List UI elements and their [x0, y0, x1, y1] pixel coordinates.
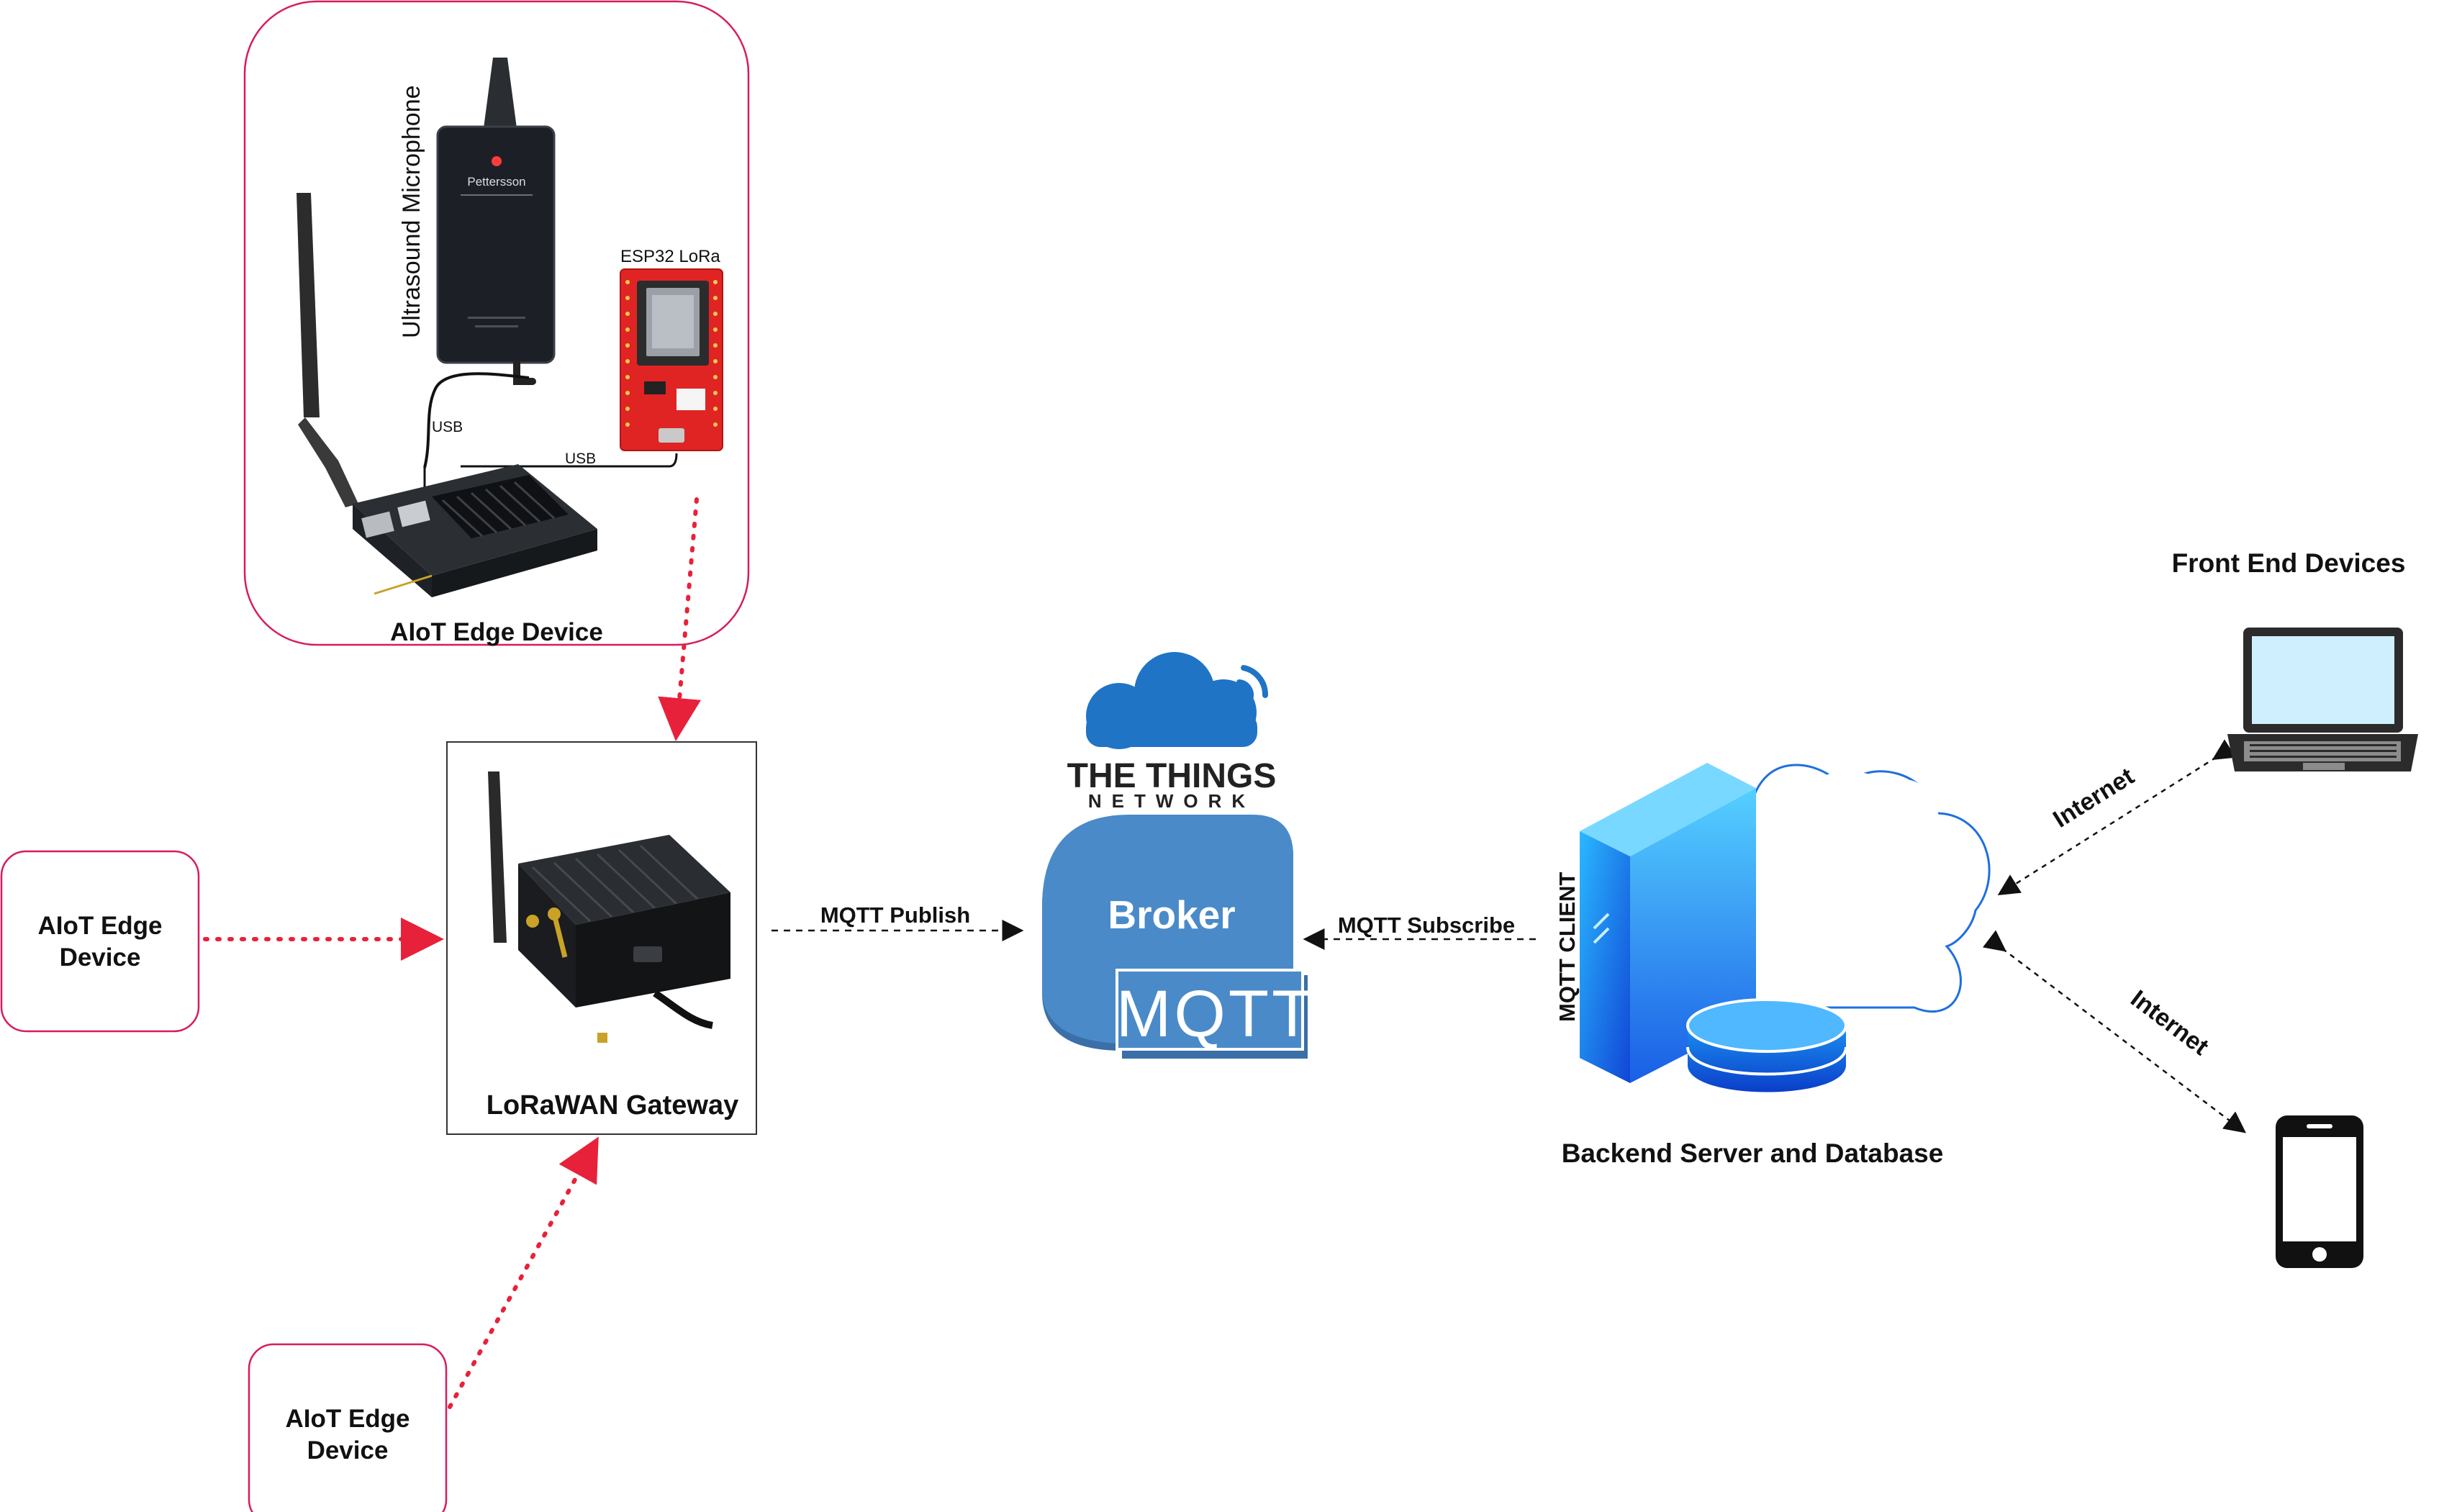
broker-label: Broker: [1108, 892, 1235, 937]
edge-device-bottom-line2: Device: [307, 1436, 389, 1465]
mic-brand-text: Pettersson: [467, 175, 525, 189]
mqtt-publish-label: MQTT Publish: [820, 902, 970, 928]
edge-device-left: AIoT Edge Device: [0, 850, 200, 1033]
internet-label-top: Internet: [2048, 763, 2139, 833]
mic-label: Ultrasound Microphone: [398, 85, 425, 338]
mqtt-logo: MQTT: [1116, 969, 1316, 1059]
database-icon: [1686, 998, 1847, 1092]
usb-label-2: USB: [565, 451, 596, 467]
gateway-label: LoRaWAN Gateway: [487, 1090, 739, 1121]
backend-label: Backend Server and Database: [1562, 1138, 1944, 1168]
edge-device-bottom: AIoT Edge Device: [248, 1343, 448, 1512]
esp32-board-icon: [620, 268, 723, 451]
antenna-icon: [297, 193, 358, 507]
jetson-board-icon: [353, 464, 597, 597]
wifi-icon: [1236, 665, 1269, 700]
backend: MQTT CLIENT Backend Server and Database: [1555, 763, 1991, 1168]
ttn-line2: NETWORK: [1088, 790, 1255, 812]
link-main-device-to-gateway: [658, 497, 702, 741]
mqtt-logo-text: MQTT: [1116, 977, 1316, 1051]
ttn-line1: THE THINGS: [1067, 757, 1277, 795]
edge-device-main: Pettersson Ultrasound Microphone ESP32 L…: [243, 0, 750, 646]
frontend-label: Front End Devices: [2172, 548, 2406, 578]
esp32-label: ESP32 LoRa: [620, 247, 720, 266]
broker: Broker MQTT: [1042, 815, 1316, 1059]
gateway: LoRaWAN Gateway: [446, 741, 757, 1135]
edge-device-bottom-line1: AIoT Edge: [285, 1405, 409, 1433]
usb-cable-esp: [461, 453, 678, 468]
smartphone-icon: [2276, 1115, 2363, 1268]
link-bottom-device-to-gateway: [448, 1136, 599, 1409]
edge-device-main-label: AIoT Edge Device: [390, 618, 603, 646]
edge-device-main-frame: [243, 0, 750, 646]
edge-device-left-line1: AIoT Edge: [37, 912, 162, 940]
gateway-icon: [488, 771, 730, 1043]
usb-label-1: USB: [432, 419, 463, 435]
internet-label-bottom: Internet: [2125, 985, 2213, 1061]
ttn-logo: THE THINGS NETWORK: [1067, 652, 1277, 812]
internet-arrow-top: [1997, 739, 2237, 896]
edge-device-bottom-frame: [248, 1343, 448, 1512]
cloud-icon: [1086, 652, 1257, 749]
edge-device-left-line2: Device: [60, 943, 141, 972]
microphone-icon: Pettersson: [436, 58, 556, 385]
edge-device-left-frame: [0, 850, 200, 1033]
laptop-icon: [2227, 628, 2418, 771]
mqtt-client-label: MQTT CLIENT: [1555, 872, 1580, 1022]
mqtt-subscribe-label: MQTT Subscribe: [1338, 913, 1515, 938]
